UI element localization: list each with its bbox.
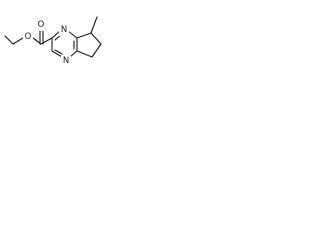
bond-c6-c5 (91, 43, 102, 58)
structure-diagram: O O N N (0, 0, 136, 73)
bond-ring-n1-c7a (67, 30, 78, 39)
bond-carbonyl-ring (40, 37, 53, 45)
bond-ring-c2-n1 (51, 30, 61, 39)
atom-ring-nitrogen-bottom: N (63, 56, 69, 66)
molecule-drawing: O O N N (4, 16, 102, 67)
bond-c7-methyl (90, 16, 98, 34)
bond-ring-c4a-n4 (69, 50, 78, 58)
bond-ethyl-ch3-ch2 (4, 35, 14, 45)
atom-ring-nitrogen-top: N (61, 25, 67, 35)
label-bg-ester-oxygen (23, 32, 33, 43)
bond-c7a-c7 (76, 32, 92, 39)
label-bg-ring-nitrogen-bottom (61, 56, 71, 67)
atom-ester-oxygen: O (25, 32, 32, 42)
bond-ethyl-ch2-o (12, 37, 24, 45)
bond-ring-n4-c3 (51, 50, 63, 58)
label-bg-ring-nitrogen-top (59, 25, 69, 36)
label-bg-carbonyl-oxygen (36, 20, 46, 31)
bond-c5-c4a (76, 50, 93, 58)
bond-ring-inner-n4-c3 (54, 49, 63, 55)
atom-carbonyl-oxygen: O (38, 20, 45, 30)
bond-c7-c6 (90, 32, 102, 45)
